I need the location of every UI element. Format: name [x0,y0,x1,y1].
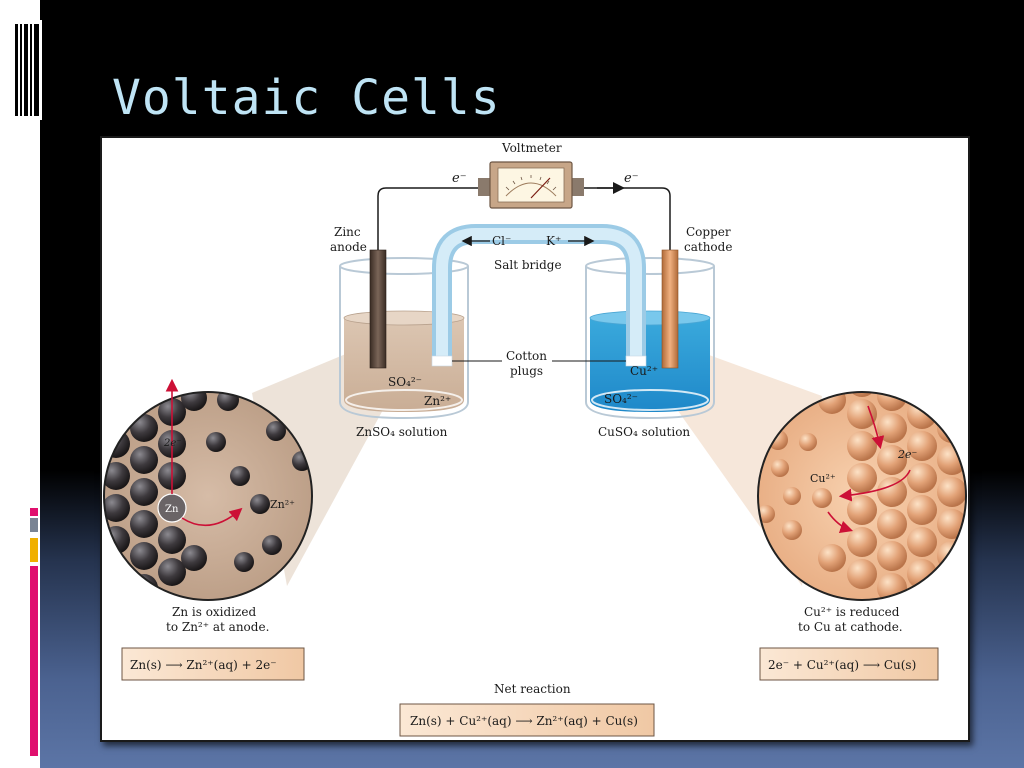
cathode-equation-box [759,647,939,681]
net-reaction-label: Net reaction [494,682,571,696]
deco-bar-gold [30,538,38,562]
anode-caption-line1: Zn is oxidized [172,605,256,619]
copper-electrode [661,249,679,369]
zinc-anode-label-line1: Zinc [334,225,361,239]
anode-zoom-zn-atom: Zn [165,504,179,515]
net-equation-box [399,703,655,737]
right-wire [572,187,671,256]
sulfate-right-label: SO₄²⁻ [604,392,638,406]
salt-bridge-label: Salt bridge [494,258,562,272]
net-equation: Zn(s) + Cu²⁺(aq) ⟶ Zn²⁺(aq) + Cu(s) [410,714,638,728]
anode-zoom-zn-ion: Zn²⁺ [270,498,295,511]
slide-title: Voltaic Cells [112,70,501,126]
stripe-decoration-icon [12,20,42,120]
voltaic-cell-diagram: e⁻ e⁻ Voltmeter [103,141,967,737]
zinc-solution-label: ZnSO₄ solution [356,425,448,439]
zinc-anode-label-line2: anode [330,240,367,254]
voltmeter-label: Voltmeter [501,141,562,155]
cathode-zoom-cu-ion: Cu²⁺ [810,472,836,485]
copper-beaker [585,257,715,420]
cathode-ion-arrow [838,469,911,502]
cathode-deposit-arrow [827,511,854,534]
electron-label-left: e⁻ [452,171,467,186]
potassium-ion-label: K⁺ [546,234,561,248]
sulfate-left-label: SO₄²⁻ [388,375,422,389]
zinc-electrode [369,249,387,369]
cathode-zoom-electrons: 2e⁻ [897,448,918,461]
copper-solution-label: CuSO₄ solution [598,425,690,439]
deco-bar-gray [30,518,38,532]
deco-bar-magenta-long [30,566,38,756]
anode-equation-box [121,647,305,681]
cathode-caption-line2: to Cu at cathode. [798,620,903,634]
cotton-plugs-label-line2: plugs [510,364,543,378]
anode-zoom-circle [103,378,313,601]
electron-label-right: e⁻ [624,171,639,186]
deco-bar-magenta-small [30,508,38,516]
cathode-electron-arrow [867,405,885,450]
anode-caption-line2: to Zn²⁺ at anode. [166,620,269,634]
chloride-ion-label: Cl⁻ [492,234,511,248]
anode-zoom-electrons: 2e⁻ [163,438,182,449]
cathode-equation: 2e⁻ + Cu²⁺(aq) ⟶ Cu(s) [768,658,916,672]
voltmeter [478,161,584,209]
figure-frame: e⁻ e⁻ Voltmeter [100,136,970,742]
anode-ion-arrow [181,507,243,527]
copper-ion-beaker-label: Cu²⁺ [630,364,658,378]
zinc-ion-beaker-label: Zn²⁺ [424,394,451,408]
cathode-caption-line1: Cu²⁺ is reduced [804,605,900,619]
left-wire [377,182,490,256]
anode-equation: Zn(s) ⟶ Zn²⁺(aq) + 2e⁻ [130,658,277,672]
cotton-plugs-label-line1: Cotton [506,349,547,363]
salt-bridge [431,224,647,367]
copper-cathode-label-line2: cathode [684,240,732,254]
copper-ions [758,430,832,540]
zinc-ions [206,392,312,572]
copper-cathode-label-line1: Copper [686,225,731,239]
